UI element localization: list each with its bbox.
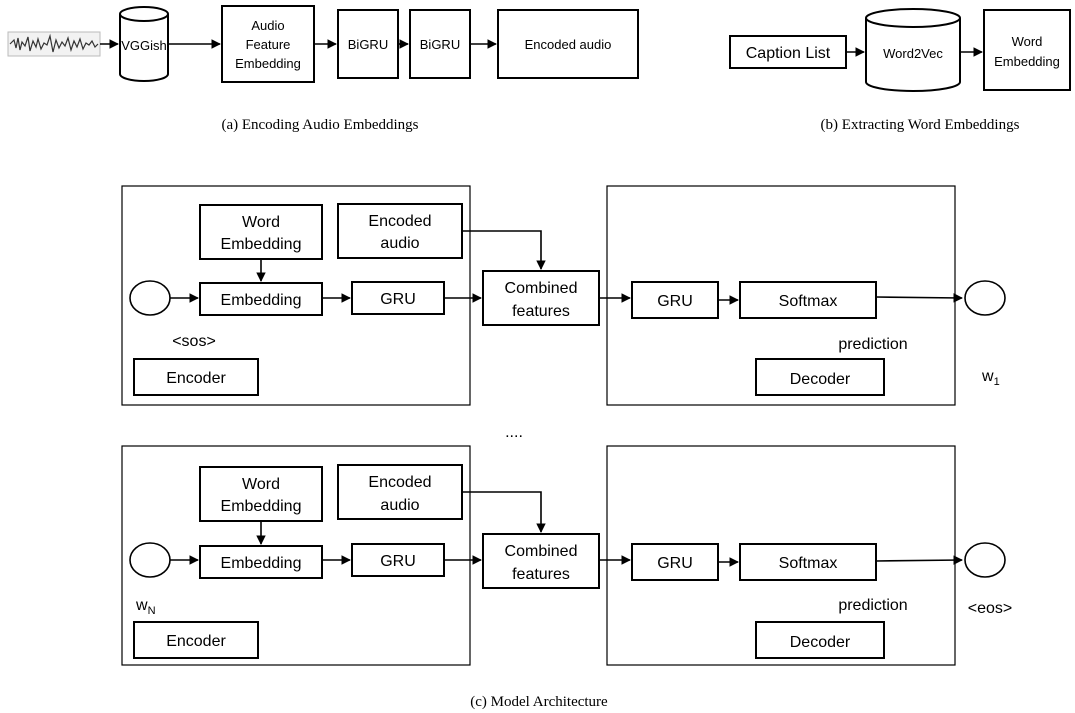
embedding-top-label: Embedding xyxy=(221,292,302,309)
gru-decoder-bottom: GRU xyxy=(631,543,719,581)
encoded-audio-top: Encoded audio xyxy=(337,203,463,259)
edge-encaudio-combined-bottom xyxy=(462,491,546,533)
word2vec-label: Word2Vec xyxy=(883,46,943,61)
prediction-bottom: prediction xyxy=(838,597,907,614)
encoded-audio-bottom: Encoded audio xyxy=(337,464,463,520)
output-token-top-main: w xyxy=(981,368,994,385)
we-out-line1: Word xyxy=(1012,34,1043,49)
gru-encoder-top: GRU xyxy=(351,281,445,315)
word-embedding-out-node: Word Embedding xyxy=(983,9,1071,91)
combined-bottom-line2: features xyxy=(512,566,570,583)
combined-top-line1: Combined xyxy=(505,280,578,297)
bigru1-node: BiGRU xyxy=(337,9,399,79)
ellipsis: .... xyxy=(505,424,523,441)
enc-audio-top-line1: Encoded xyxy=(368,213,431,230)
embedding-bottom: Embedding xyxy=(199,545,323,579)
combined-features-bottom: Combined features xyxy=(482,533,600,589)
gru-enc-top-label: GRU xyxy=(380,291,416,308)
gru-encoder-bottom: GRU xyxy=(351,543,445,577)
output-token-bottom: <eos> xyxy=(968,600,1012,617)
input-token-bottom-main: w xyxy=(135,597,148,614)
embedding-bottom-label: Embedding xyxy=(221,555,302,572)
word-emb-top-line1: Word xyxy=(242,214,280,231)
caption-a: (a) Encoding Audio Embeddings xyxy=(221,117,418,133)
afe-line1: Audio xyxy=(251,18,284,33)
softmax-top-label: Softmax xyxy=(779,293,838,310)
combined-top-line2: features xyxy=(512,303,570,320)
output-token-top-sub: 1 xyxy=(994,376,1000,388)
bigru1-label: BiGRU xyxy=(348,37,388,52)
waveform-icon xyxy=(7,31,101,57)
combined-features-top: Combined features xyxy=(482,270,600,326)
we-out-line2: Embedding xyxy=(994,54,1060,69)
enc-audio-bottom-line2: audio xyxy=(380,497,419,514)
decoder-label-top: Decoder xyxy=(755,358,885,396)
embedding-top: Embedding xyxy=(199,282,323,316)
encoder-label-top: Encoder xyxy=(133,358,259,396)
afe-line2: Feature xyxy=(246,37,291,52)
edge-softmax-output-bottom xyxy=(875,555,963,565)
bigru2-node: BiGRU xyxy=(409,9,471,79)
edge-encaudio-combined-top xyxy=(462,230,546,270)
panel-c-bottom: Word Embedding Encoded audio Embedding G… xyxy=(121,445,1012,666)
output-token-top: w1 xyxy=(981,368,1000,388)
softmax-bottom-label: Softmax xyxy=(779,555,838,572)
word-emb-bottom-line1: Word xyxy=(242,476,280,493)
input-token-bottom-sub: N xyxy=(148,605,156,617)
combined-bottom-line1: Combined xyxy=(505,543,578,560)
gru-dec-top-label: GRU xyxy=(657,293,693,310)
input-node-bottom xyxy=(129,542,171,578)
prediction-top: prediction xyxy=(838,336,907,353)
panel-a: VGGish Audio Feature Embedding BiGRU BiG… xyxy=(7,5,639,133)
gru-decoder-top: GRU xyxy=(631,281,719,319)
panel-c-top: Word Embedding Encoded audio Embedding G… xyxy=(121,185,1006,406)
caption-list-label: Caption List xyxy=(746,45,831,62)
enc-audio-top-line2: audio xyxy=(380,235,419,252)
encoder-bottom-text: Encoder xyxy=(166,633,226,650)
word-embedding-top: Word Embedding xyxy=(199,204,323,260)
enc-audio-bottom-line1: Encoded xyxy=(368,474,431,491)
edge-softmax-output-top xyxy=(875,293,963,303)
encoder-top-text: Encoder xyxy=(166,370,226,387)
encoder-panel-bottom xyxy=(121,445,471,666)
gru-enc-bottom-label: GRU xyxy=(380,553,416,570)
input-token-bottom: wN xyxy=(135,597,156,617)
caption-c: (c) Model Architecture xyxy=(470,694,608,710)
input-node-top xyxy=(129,280,171,316)
softmax-bottom: Softmax xyxy=(739,543,877,581)
output-node-bottom xyxy=(964,542,1006,578)
encoded-audio-node: Encoded audio xyxy=(497,9,639,79)
word-embedding-bottom: Word Embedding xyxy=(199,466,323,522)
decoder-top-text: Decoder xyxy=(790,371,851,388)
word2vec-node: Word2Vec xyxy=(865,8,961,92)
bigru2-label: BiGRU xyxy=(420,37,460,52)
vggish-label: VGGish xyxy=(121,38,167,53)
panel-b: Caption List Word2Vec Word Embedding (b)… xyxy=(729,8,1071,133)
decoder-label-bottom: Decoder xyxy=(755,621,885,659)
softmax-top: Softmax xyxy=(739,281,877,319)
afe-line3: Embedding xyxy=(235,56,301,71)
output-node-top xyxy=(964,280,1006,316)
caption-list-node: Caption List xyxy=(729,35,847,69)
audio-feature-embedding-node: Audio Feature Embedding xyxy=(221,5,315,83)
encoder-panel-top xyxy=(121,185,471,406)
gru-dec-bottom-label: GRU xyxy=(657,555,693,572)
word-emb-top-line2: Embedding xyxy=(221,236,302,253)
vggish-node: VGGish xyxy=(119,6,169,82)
input-token-top: <sos> xyxy=(172,333,216,350)
caption-b: (b) Extracting Word Embeddings xyxy=(821,117,1020,133)
decoder-bottom-text: Decoder xyxy=(790,634,851,651)
encoded-audio-label: Encoded audio xyxy=(525,37,612,52)
encoder-label-bottom: Encoder xyxy=(133,621,259,659)
word-emb-bottom-line2: Embedding xyxy=(221,498,302,515)
